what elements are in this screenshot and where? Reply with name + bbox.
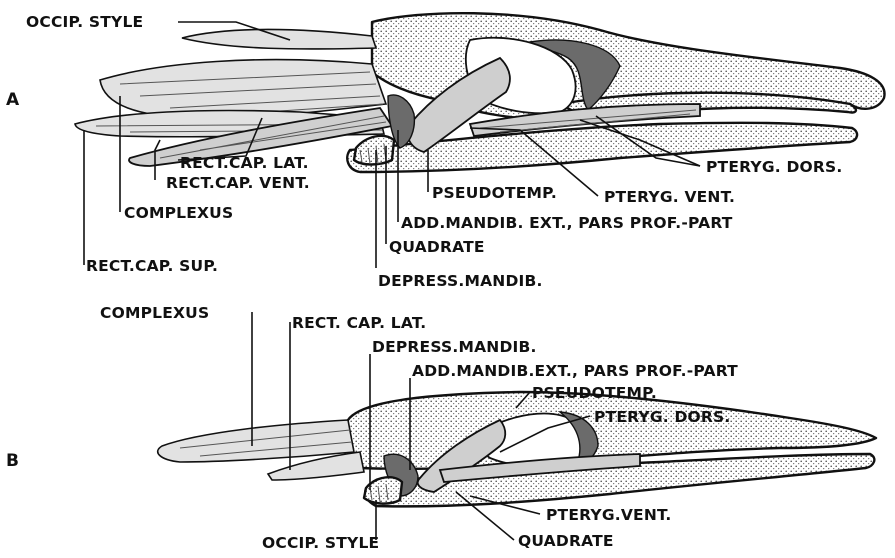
label-a-occip-style: OCCIP. STYLE (26, 13, 143, 31)
complexus-muscle-b (158, 420, 354, 462)
skull-diagram-a (75, 13, 885, 172)
label-a-add-mandib: ADD.MANDIB. EXT., PARS PROF.-PART (401, 214, 733, 232)
label-b-pseudotemp: PSEUDOTEMP. (532, 384, 657, 402)
label-a-pteryg-vent: PTERYG. VENT. (604, 188, 735, 206)
label-a-pteryg-dors: PTERYG. DORS. (706, 158, 842, 176)
skull-diagram-b (158, 392, 876, 506)
label-b-add-mandib: ADD.MANDIB.EXT., PARS PROF.-PART (412, 362, 738, 380)
label-a-depress-mandib: DEPRESS.MANDIB. (378, 272, 543, 290)
label-a-complexus: COMPLEXUS (124, 204, 233, 222)
label-a-rect-cap-vent: RECT.CAP. VENT. (166, 174, 310, 192)
label-b-quadrate: QUADRATE (518, 532, 614, 550)
label-b-pteryg-vent: PTERYG.VENT. (546, 506, 672, 524)
label-b-complexus: COMPLEXUS (100, 304, 209, 322)
label-a-rect-cap-sup: RECT.CAP. SUP. (86, 257, 218, 275)
label-b-depress-mandib: DEPRESS.MANDIB. (372, 338, 537, 356)
panel-label-b: B (6, 451, 19, 471)
complexus-muscle-a (100, 60, 386, 119)
label-a-pseudotemp: PSEUDOTEMP. (432, 184, 557, 202)
panel-label-a: A (6, 90, 20, 110)
occip-style-a (182, 30, 376, 49)
label-b-pteryg-dors: PTERYG. DORS. (594, 408, 730, 426)
label-a-quadrate: QUADRATE (389, 238, 485, 256)
label-b-rect-cap-lat: RECT. CAP. LAT. (292, 314, 426, 332)
label-a-rect-cap-lat: RECT.CAP. LAT. (180, 154, 309, 172)
label-b-occip-style: OCCIP. STYLE (262, 534, 379, 552)
